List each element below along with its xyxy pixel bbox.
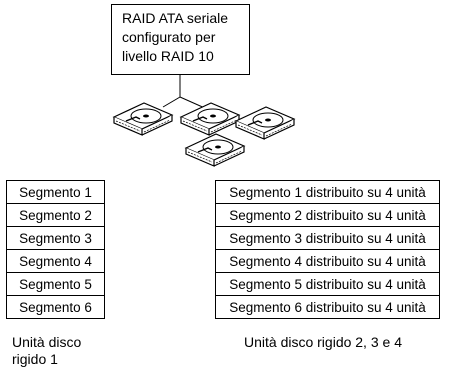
table-row: Segmento 6 xyxy=(6,295,105,319)
segment-cell: Segmento 4 xyxy=(6,249,105,273)
raid-config-box: RAID ATA seriale configurato per livello… xyxy=(111,4,250,75)
segment-cell: Segmento 2 xyxy=(6,203,105,227)
drives-2-3-4-segment-table: Segmento 1 distribuito su 4 unità Segmen… xyxy=(215,180,440,319)
hard-drive-icon-4 xyxy=(185,133,245,167)
table-row: Segmento 6 distribuito su 4 unità xyxy=(215,295,440,319)
segment-cell: Segmento 5 distribuito su 4 unità xyxy=(215,272,440,296)
raid-box-line-1: RAID ATA seriale xyxy=(122,10,229,26)
segment-cell: Segmento 3 xyxy=(6,226,105,250)
table-row: Segmento 2 xyxy=(6,203,105,227)
hard-drive-icon-2 xyxy=(180,102,240,136)
drives-2-3-4-caption: Unità disco rigido 2, 3 e 4 xyxy=(244,334,402,350)
table-row: Segmento 4 xyxy=(6,249,105,273)
drive-1-caption-line-1: Unità disco xyxy=(12,334,82,350)
table-row: Segmento 5 distribuito su 4 unità xyxy=(215,272,440,296)
connector-left xyxy=(162,75,181,108)
drive-1-caption: Unità disco rigido 1 xyxy=(12,334,81,368)
connector-right xyxy=(179,96,208,110)
drive-1-segment-table: Segmento 1 Segmento 2 Segmento 3 Segment… xyxy=(6,180,105,319)
drive-1-caption-line-2: rigido 1 xyxy=(12,351,58,367)
table-row: Segmento 5 xyxy=(6,272,105,296)
hard-drive-icon-3 xyxy=(235,106,295,140)
table-row: Segmento 3 xyxy=(6,226,105,250)
table-row: Segmento 1 xyxy=(6,180,105,204)
table-row: Segmento 4 distribuito su 4 unità xyxy=(215,249,440,273)
raid-box-line-3: livello RAID 10 xyxy=(122,48,214,64)
segment-cell: Segmento 3 distribuito su 4 unità xyxy=(215,226,440,250)
raid-box-line-2: configurato per xyxy=(122,29,216,45)
segment-cell: Segmento 6 xyxy=(6,295,105,319)
segment-cell: Segmento 1 distribuito su 4 unità xyxy=(215,180,440,204)
segment-cell: Segmento 4 distribuito su 4 unità xyxy=(215,249,440,273)
table-row: Segmento 1 distribuito su 4 unità xyxy=(215,180,440,204)
segment-cell: Segmento 2 distribuito su 4 unità xyxy=(215,203,440,227)
hard-drive-icon-1 xyxy=(113,102,173,136)
segment-cell: Segmento 5 xyxy=(6,272,105,296)
segment-cell: Segmento 6 distribuito su 4 unità xyxy=(215,295,440,319)
segment-cell: Segmento 1 xyxy=(6,180,105,204)
table-row: Segmento 2 distribuito su 4 unità xyxy=(215,203,440,227)
table-row: Segmento 3 distribuito su 4 unità xyxy=(215,226,440,250)
